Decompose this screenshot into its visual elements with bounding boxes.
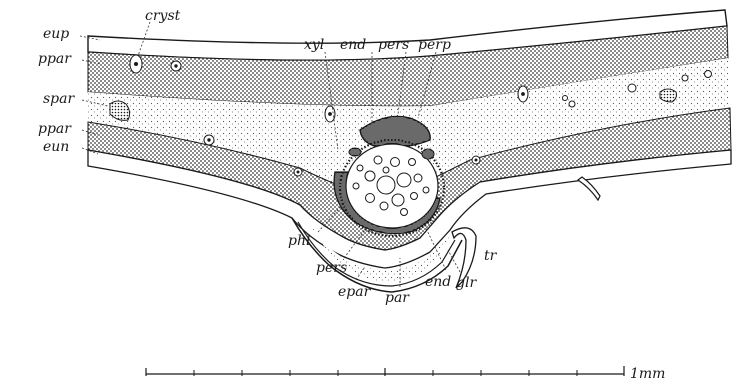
label-cryst: cryst: [145, 8, 181, 24]
label-spar: spar: [43, 91, 75, 107]
label-end-top: end: [340, 37, 366, 53]
label-phl: phl: [288, 233, 310, 249]
scale-bar-label: 1mm: [630, 366, 665, 382]
small-hatched-vessel: [349, 148, 361, 156]
label-xyl: xyl: [304, 37, 324, 53]
label-pers-bottom: pers: [316, 260, 347, 276]
label-pers-top: pers: [378, 37, 409, 53]
label-perp: perp: [418, 37, 451, 53]
trichome-hair-right: [578, 177, 600, 200]
label-epar: epar: [338, 284, 372, 300]
label-end-bottom: end: [425, 274, 451, 290]
label-ppar-top: ppar: [38, 51, 72, 67]
scale-bar: 1mm: [146, 366, 665, 382]
label-tr: tr: [484, 248, 498, 264]
label-glr: glr: [456, 275, 477, 291]
label-eup: eup: [43, 26, 69, 42]
label-par: par: [385, 290, 410, 306]
label-eun: eun: [43, 139, 69, 155]
small-hatched-vessel-right: [422, 149, 434, 159]
label-ppar-bottom: ppar: [38, 121, 72, 137]
